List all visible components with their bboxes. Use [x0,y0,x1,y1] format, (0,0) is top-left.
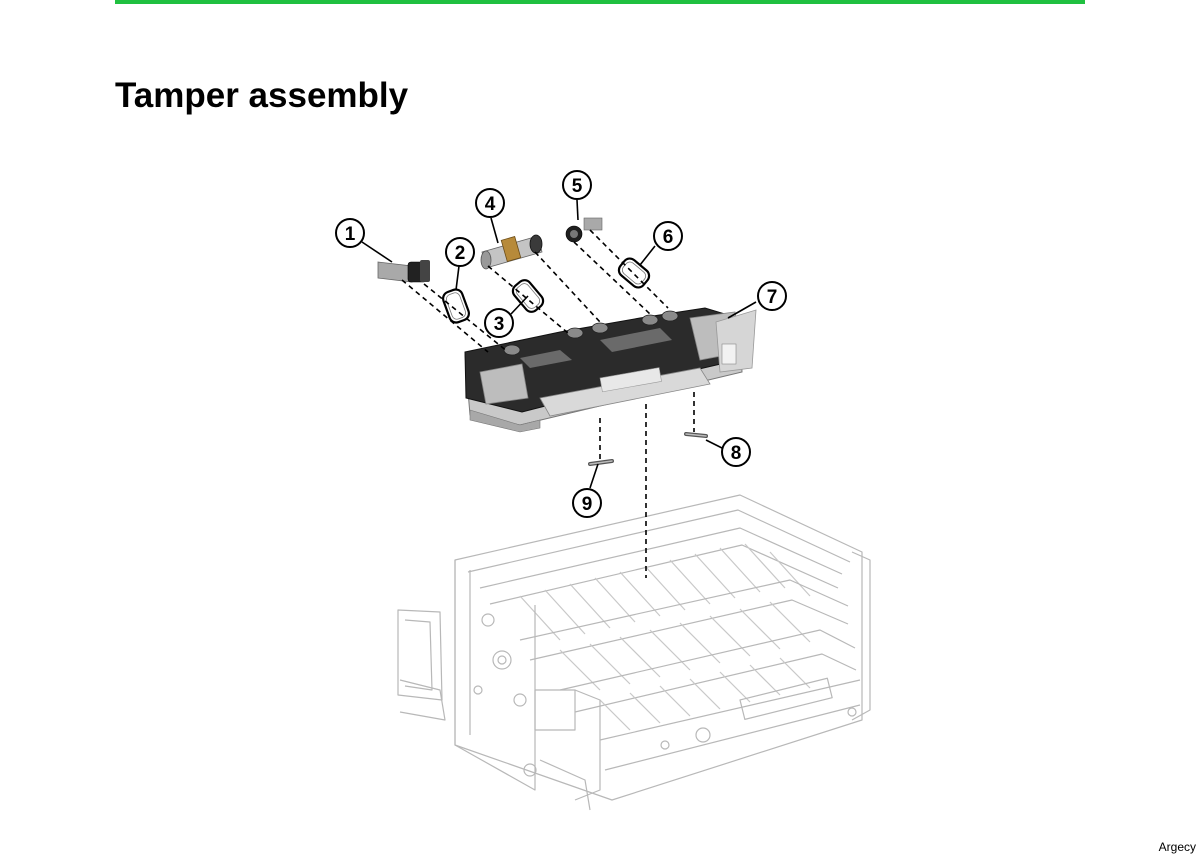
svg-text:4: 4 [485,194,496,215]
part-2-belt [442,288,470,324]
svg-text:1: 1 [345,224,356,245]
svg-text:8: 8 [731,443,742,464]
svg-text:7: 7 [767,287,778,308]
watermark-text: Argecy [1158,840,1196,854]
callout-6: 6 [653,221,683,251]
assembly-guide-lines [401,229,695,578]
callout-7: 7 [757,281,787,311]
callout-leader-lines [361,199,757,489]
printer-frame-illustration [397,494,871,811]
callout-1: 1 [335,218,365,248]
part-4-roller-shaft [480,234,543,270]
callout-8: 8 [721,437,751,467]
callout-5: 5 [562,170,592,200]
top-accent-rule [115,0,1085,4]
svg-text:5: 5 [572,176,583,197]
svg-text:3: 3 [494,314,505,335]
svg-text:6: 6 [663,227,674,248]
part-8-pin [684,432,708,438]
callout-4: 4 [475,188,505,218]
tamper-housing-illustration [464,307,757,433]
part-6-belt [617,257,651,289]
svg-text:2: 2 [455,243,466,264]
page-title: Tamper assembly [115,76,409,115]
part-9-pin [588,459,614,466]
callout-3: 3 [484,308,514,338]
callout-2: 2 [445,237,475,267]
callout-9: 9 [572,488,602,518]
part-5-gear-bracket [565,217,603,243]
part-1-bracket-gear [377,260,430,283]
svg-text:9: 9 [582,494,593,515]
